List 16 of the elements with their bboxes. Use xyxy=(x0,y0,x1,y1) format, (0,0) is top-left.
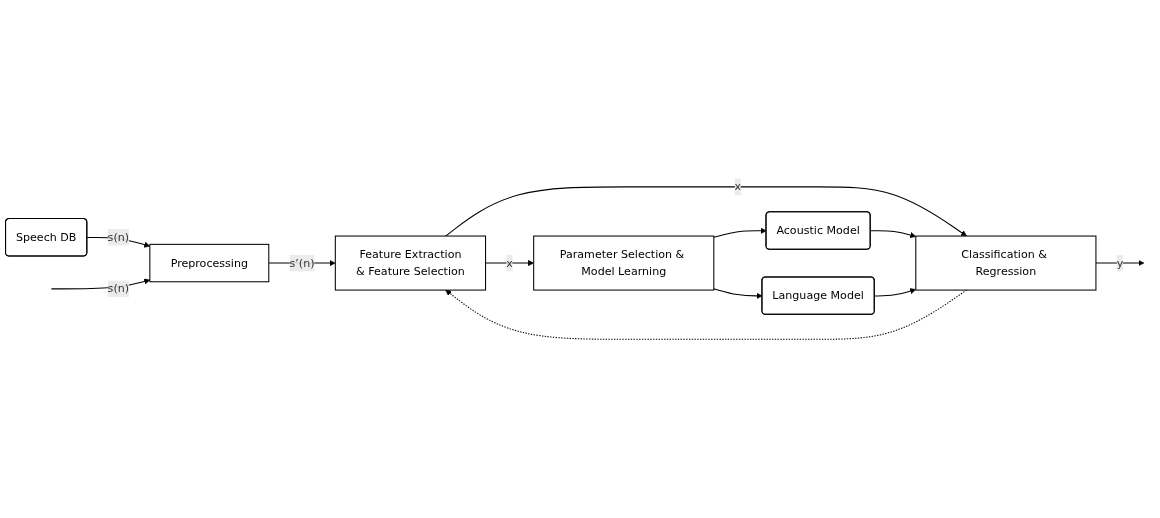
node-box: Preprocessing xyxy=(149,243,270,283)
arrow xyxy=(870,230,917,239)
node-box: Classification & Regression xyxy=(915,235,1097,291)
node-box: Feature Extraction & Feature Selection xyxy=(334,235,487,291)
edge-label: y xyxy=(1116,256,1124,270)
arrow xyxy=(445,186,967,237)
arrow xyxy=(1095,260,1145,267)
edge-label: s(n) xyxy=(107,282,130,296)
arrow xyxy=(485,260,534,267)
edge-label: s(n) xyxy=(107,230,130,244)
node-box: Parameter Selection & Model Learning xyxy=(533,235,715,291)
edge-label: x xyxy=(734,180,742,194)
edge-label: s’(n) xyxy=(289,256,315,270)
arrow xyxy=(713,227,767,238)
edge-label: x xyxy=(506,256,513,270)
arrow xyxy=(874,288,917,297)
